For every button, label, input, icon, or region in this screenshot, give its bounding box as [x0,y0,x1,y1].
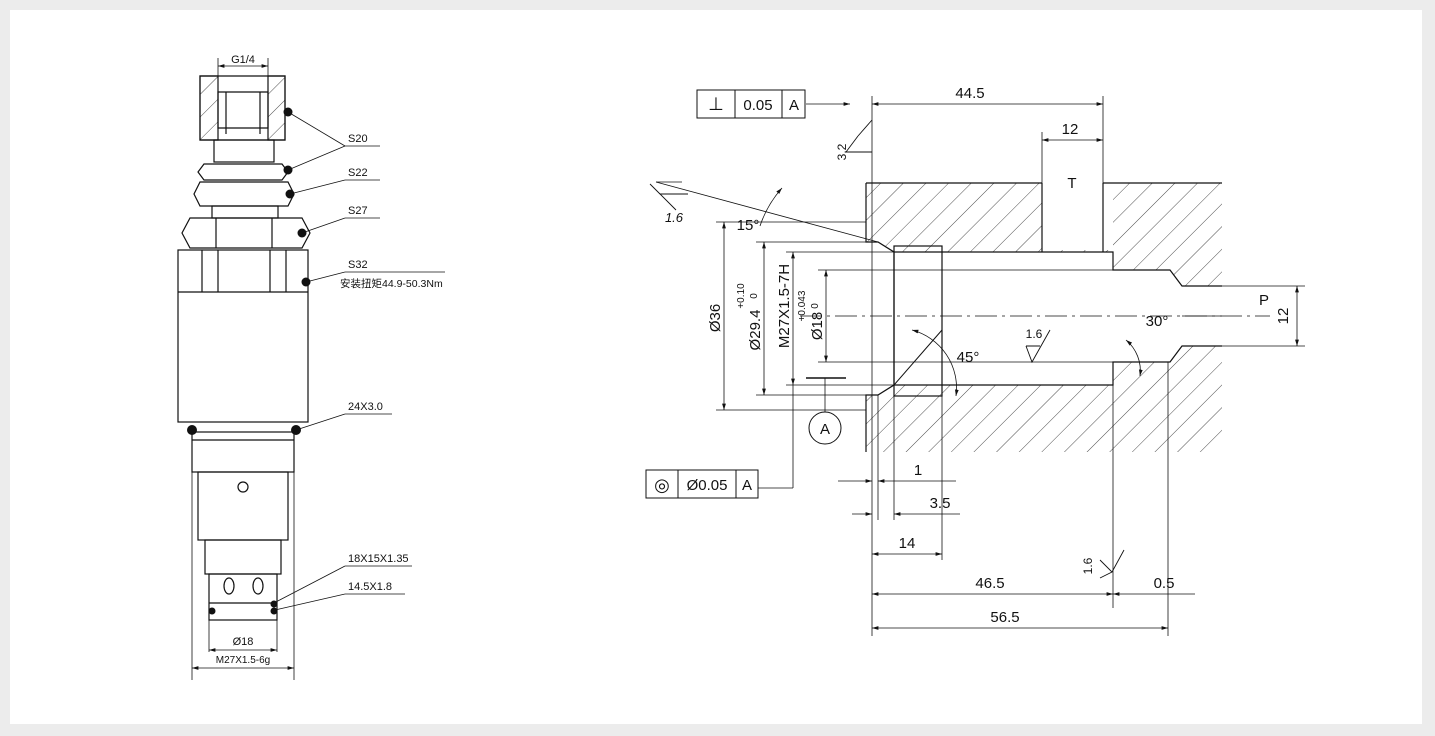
datum-a-label: A [820,421,830,438]
dim-m27-7h: M27X1.5-7H [776,264,793,348]
right-view-labels: ⊥ 0.05 A ◎ Ø0.05 A A T P 44.5 12 15° 45°… [654,85,1292,626]
label-seal-18x15: 18X15X1.35 [348,553,409,565]
dim-tol-29-4-low: 0 [749,293,760,299]
fcf-perp-datum: A [789,97,799,114]
dim-30deg: 30° [1146,313,1169,330]
label-torque: 安装扭矩44.9-50.3Nm [340,277,443,290]
dim-dia-29-4: Ø29.4 [747,310,764,351]
fcf-conc-datum: A [742,477,752,494]
roughness-1-6-bottom: 1.6 [1081,557,1095,574]
dim-tol-18-up: +0.043 [797,290,808,321]
label-s20: S20 [348,133,368,145]
dim-dia-36: Ø36 [707,304,724,332]
dim-15deg: 15° [737,217,760,234]
dim-1: 1 [914,462,922,479]
dim-tol-18-low: 0 [810,303,821,309]
port-t-label: T [1067,175,1076,192]
perpendicularity-frame [696,89,806,119]
dim-3-5: 3.5 [930,495,951,512]
datum-a-bubble [808,411,842,445]
concentricity-frame [645,469,759,499]
dim-tol-29-4-up: +0.10 [736,283,747,309]
roughness-3-2: 3.2 [835,143,849,160]
roughness-1-6-left: 1.6 [665,210,684,225]
valve-side-view [177,58,445,680]
fcf-conc-symbol: ◎ [654,475,670,495]
label-dia-18-left: Ø18 [233,636,254,648]
fcf-conc-tol: Ø0.05 [687,477,728,494]
label-seal-14-5: 14.5X1.8 [348,581,392,593]
left-view-labels: G1/4 S20 S22 S27 S32 安装扭矩44.9-50.3Nm 24X… [216,54,443,666]
dim-12-right: 12 [1275,308,1292,325]
dim-56-5: 56.5 [990,609,1019,626]
seal-markers [187,107,311,615]
dim-45deg: 45° [957,349,980,366]
fcf-perp-symbol: ⊥ [708,94,724,114]
roughness-1-6-center: 1.6 [1026,327,1043,341]
cavity-dimension-lines [655,96,1305,636]
dim-0-5: 0.5 [1154,575,1175,592]
dim-14: 14 [899,535,916,552]
cavity-section [800,182,1270,452]
label-m27-6g: M27X1.5-6g [216,655,270,666]
label-s32: S32 [348,259,368,271]
label-g14: G1/4 [231,54,255,66]
dim-46-5: 46.5 [975,575,1004,592]
port-p-label: P [1259,292,1269,309]
fcf-perp-tol: 0.05 [743,97,772,114]
dim-44-5: 44.5 [955,85,984,102]
label-oring-24x3: 24X3.0 [348,401,383,413]
label-s22: S22 [348,167,368,179]
dim-12-top: 12 [1062,121,1079,138]
label-s27: S27 [348,205,368,217]
dim-dia-18: Ø18 [809,312,826,340]
roughness-symbols [649,119,1125,579]
